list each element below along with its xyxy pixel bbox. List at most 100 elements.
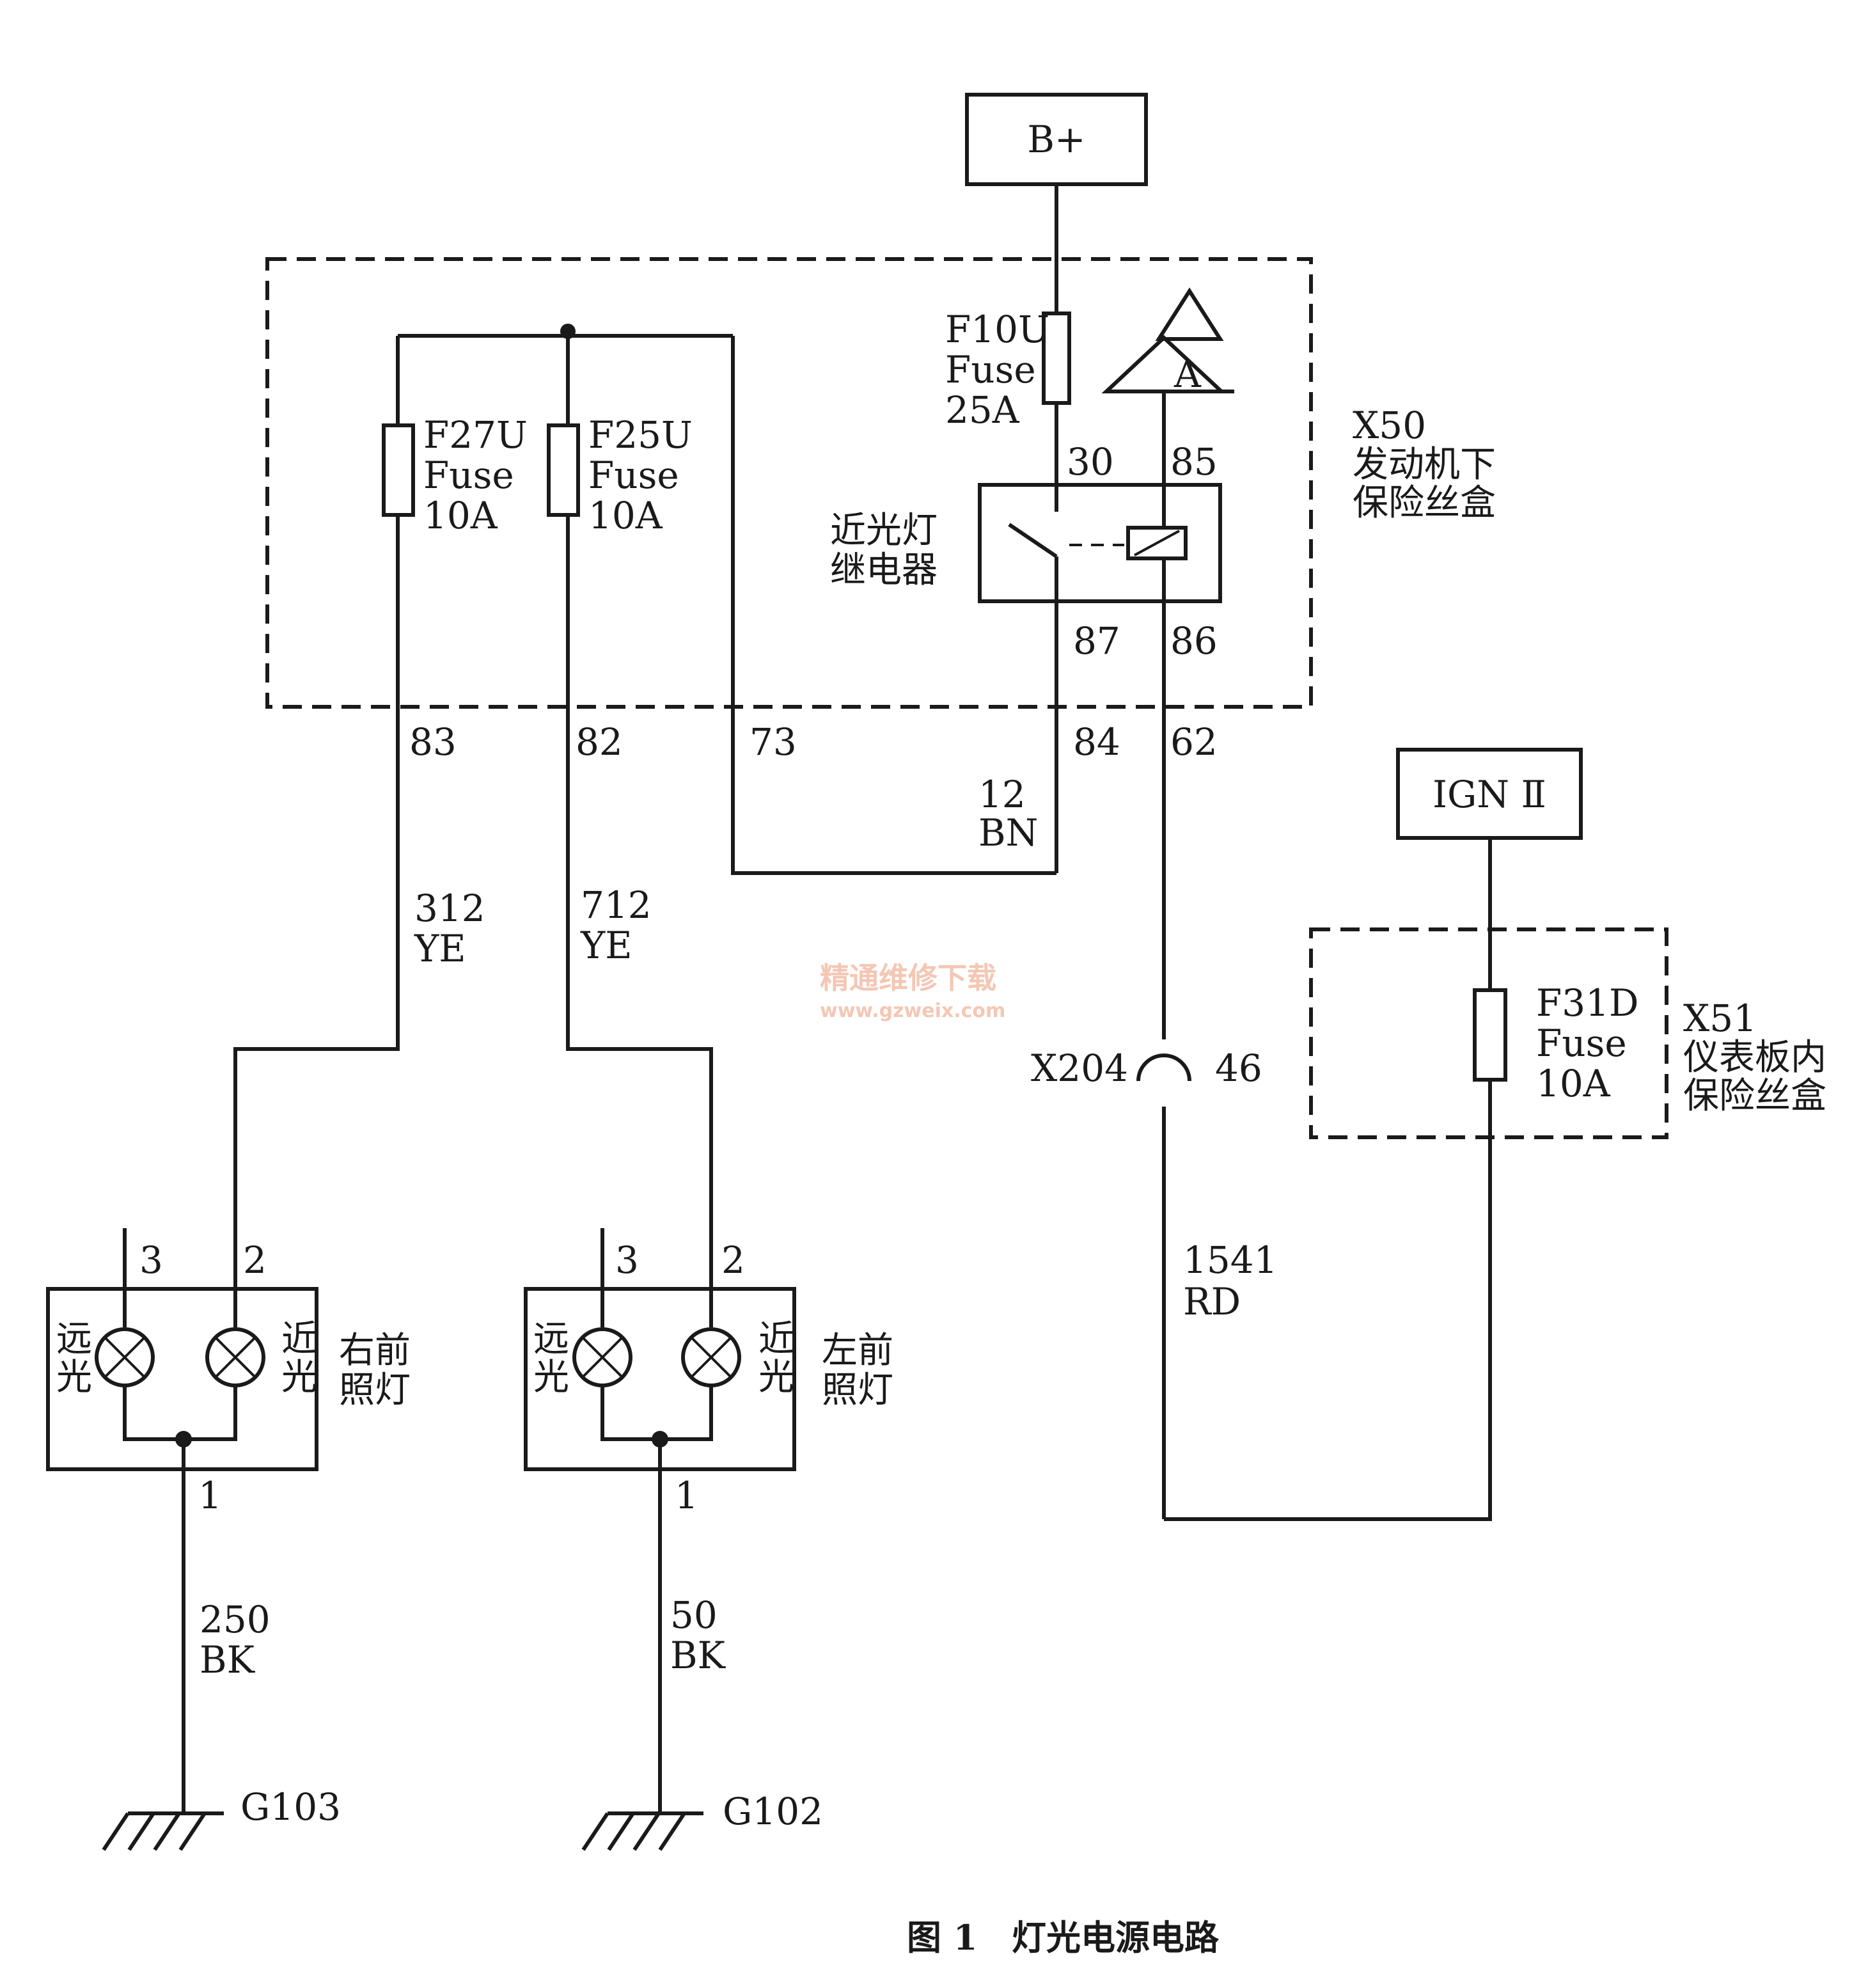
left-headlamp: 3 2 1 远 光 近 光 左前 照灯	[524, 1228, 893, 1813]
ground-g103-h1	[102, 1812, 130, 1851]
right-headlamp-name-1: 右前	[339, 1330, 411, 1371]
right-low-2: 光	[281, 1357, 317, 1398]
wire-12-num: 12	[978, 773, 1026, 816]
caption-title: 灯光电源电路	[1012, 1917, 1220, 1958]
terminal-84: 84	[1073, 720, 1120, 764]
relay-pin30: 30	[1067, 440, 1114, 484]
left-high-2: 光	[533, 1357, 569, 1398]
left-low-1: 近	[758, 1318, 794, 1360]
engine-fuse-box-label: X50 发动机下 保险丝盒	[1353, 404, 1496, 524]
wire-1541-num: 1541	[1183, 1238, 1278, 1282]
relay-switch-contact	[1008, 523, 1058, 558]
ground-g103: G103	[102, 1785, 341, 1851]
dash-fuse-box-label: X51 仪表板内 保险丝盒	[1683, 997, 1826, 1117]
left-headlamp-name-2: 照灯	[822, 1369, 893, 1411]
right-headlamp-box	[46, 1287, 318, 1471]
ign-label: IGN Ⅱ	[1432, 773, 1546, 816]
ground-g102: G102	[581, 1790, 823, 1851]
relay-name-1: 近光灯	[830, 510, 938, 551]
bplus-box	[965, 93, 1148, 186]
left-pin3: 3	[615, 1238, 639, 1282]
ign-supply: IGN Ⅱ	[1396, 748, 1583, 840]
bplus-label: B+	[1027, 118, 1085, 161]
fuse-f10u-type: Fuse	[945, 348, 1036, 391]
wire-50-color: BK	[670, 1634, 726, 1677]
wire-312-num: 312	[414, 887, 485, 930]
fuse-f31d-label: F31D Fuse 10A	[1536, 981, 1639, 1105]
fuse-f31d	[1473, 988, 1507, 1082]
fuse-f25u	[547, 423, 580, 517]
fuse-f25u-type: Fuse	[588, 454, 679, 497]
relay-name-2: 继电器	[830, 549, 938, 591]
reference-triangle	[1155, 287, 1224, 341]
ground-g103-h2	[127, 1812, 155, 1851]
ground-g102-h1	[581, 1812, 609, 1851]
dash-fuse-box-id: X51	[1683, 997, 1757, 1040]
left-pin2: 2	[721, 1238, 745, 1282]
fuse-f10u-rating: 25A	[945, 388, 1020, 432]
ign-box	[1396, 748, 1583, 840]
ground-g102-label: G102	[723, 1790, 823, 1833]
right-headlamp-name-2: 照灯	[339, 1369, 411, 1411]
terminal-62: 62	[1170, 720, 1218, 764]
fuse-f27u	[382, 423, 415, 517]
ground-g102-h3	[632, 1812, 661, 1851]
wire-1541-to-f31d	[1164, 838, 1492, 1521]
terminal-82: 82	[576, 720, 623, 764]
wire-712-color: YE	[580, 924, 632, 967]
terminal-73: 73	[750, 720, 797, 764]
left-headlamp-name-1: 左前	[822, 1330, 893, 1371]
right-low-1: 近	[281, 1318, 317, 1360]
ground-g102-h4	[658, 1812, 686, 1851]
left-high-bulb-x2	[581, 1336, 624, 1378]
fuse-f25u-label: F25U Fuse 10A	[588, 413, 693, 537]
fuse-f27u-id: F27U	[423, 413, 528, 457]
ground-g103-h3	[153, 1812, 181, 1851]
relay-pin85: 85	[1170, 440, 1218, 484]
fuse-f31d-type: Fuse	[1536, 1022, 1627, 1065]
engine-fuse-box-id: X50	[1353, 404, 1426, 447]
bplus-supply: B+	[965, 93, 1148, 186]
fuse-f31d-id: F31D	[1536, 981, 1639, 1025]
right-high-bulb-x2	[104, 1336, 146, 1378]
ground-g102-h2	[607, 1812, 635, 1851]
ground-g103-h4	[178, 1812, 207, 1851]
connector-x204-pin: 46	[1215, 1046, 1262, 1090]
fuse-f10u-label: F10U Fuse 25A	[945, 308, 1049, 432]
engine-fuse-box-border	[265, 257, 1313, 709]
caption-fig: 图 1	[907, 1917, 977, 1958]
relay-pin87: 87	[1073, 619, 1120, 663]
right-pin2: 2	[243, 1238, 267, 1282]
right-headlamp: 3 2 1 远 光 近 光 右前 照灯	[46, 1228, 411, 1813]
connector-x204-id: X204	[1031, 1046, 1128, 1090]
wire-712-ye	[566, 515, 713, 1289]
ground-g103-label: G103	[240, 1785, 341, 1829]
wire-250-num: 250	[200, 1598, 271, 1641]
watermark-url: www.gzweix.com	[820, 1000, 1005, 1022]
fuse-f27u-type: Fuse	[423, 454, 514, 497]
left-low-bulb-x2	[690, 1336, 732, 1378]
engine-fuse-box-name-2: 保险丝盒	[1353, 482, 1496, 524]
right-pin3: 3	[139, 1238, 163, 1282]
low-beam-relay: 30 85 87 86 近光灯 继电器	[830, 440, 1222, 663]
connector-x204	[1136, 1053, 1191, 1082]
wire-50-num: 50	[670, 1593, 718, 1637]
engine-fuse-box-name-1: 发动机下	[1353, 444, 1496, 485]
fuse-f31d-rating: 10A	[1536, 1062, 1611, 1105]
figure-caption: 图 1 灯光电源电路	[907, 1917, 1220, 1958]
left-high-1: 远	[533, 1318, 569, 1360]
right-pin1: 1	[198, 1474, 222, 1517]
right-low-bulb-x2	[214, 1336, 256, 1378]
wire-250-color: BK	[200, 1638, 256, 1682]
right-high-1: 远	[56, 1318, 92, 1360]
wire-12-bn-loop	[731, 336, 1056, 875]
triangle-shape	[1101, 335, 1227, 393]
fuse-f25u-rating: 10A	[588, 494, 663, 537]
dash-fuse-box-border	[1309, 927, 1668, 1139]
left-low-2: 光	[758, 1357, 794, 1398]
left-pin1: 1	[675, 1474, 698, 1517]
watermark: 精通维修下载 www.gzweix.com	[820, 961, 1005, 1022]
wire-712-num: 712	[581, 883, 652, 927]
wire-1541-color: RD	[1183, 1280, 1241, 1323]
